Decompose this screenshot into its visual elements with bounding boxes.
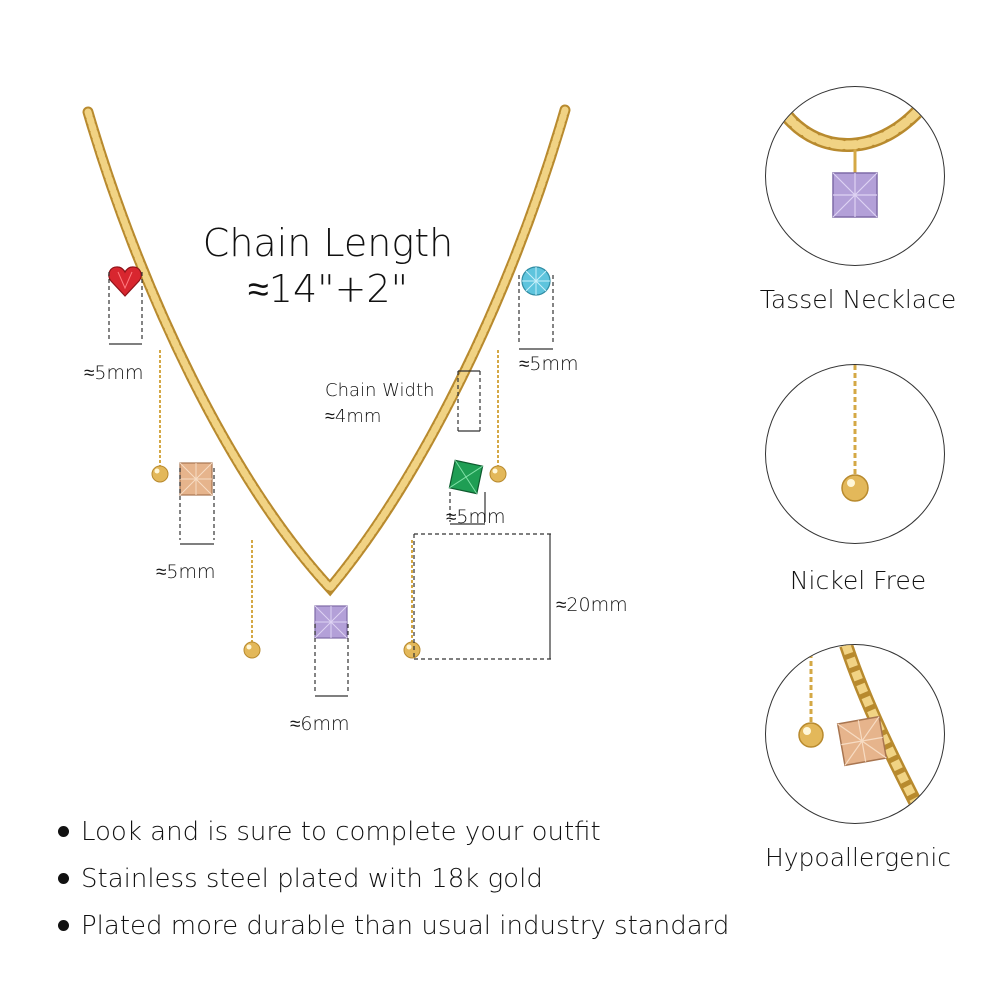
chain-width-label: Chain Width xyxy=(325,380,435,401)
bullet-text: Plated more durable than usual industry … xyxy=(81,910,730,941)
chain-length-value: ≈14"+2" xyxy=(247,267,409,311)
necklace-illustration xyxy=(82,104,571,697)
bullet-dot-icon xyxy=(58,826,69,837)
feature-label-hypoallergenic: Hypoallergenic xyxy=(764,843,952,872)
gold-bead xyxy=(151,465,507,659)
champagne-gem-closeup-icon xyxy=(798,645,933,823)
bullet-dot-icon xyxy=(58,873,69,884)
bullet-text: Look and is sure to complete your outfit xyxy=(81,816,601,847)
tassel-closeup-circle xyxy=(765,86,945,266)
tassel-drop xyxy=(159,350,499,642)
bullet-item: Stainless steel plated with 18k gold xyxy=(58,855,729,902)
measurement-guides xyxy=(108,272,554,697)
champagne-size-label: ≈5mm xyxy=(156,561,216,583)
gold-bead-closeup-icon xyxy=(841,365,869,502)
chain-length-label: Chain Length xyxy=(202,221,454,265)
bullet-text: Stainless steel plated with 18k gold xyxy=(81,863,543,894)
bullet-dot-icon xyxy=(58,920,69,931)
feature-label-tassel: Tassel Necklace xyxy=(759,285,957,314)
hypoallergenic-closeup-circle xyxy=(765,644,945,824)
lavender-size-label: ≈6mm xyxy=(290,713,350,735)
bullet-item: Look and is sure to complete your outfit xyxy=(58,808,729,855)
bullet-item: Plated more durable than usual industry … xyxy=(58,902,729,949)
red-heart-size-label: ≈5mm xyxy=(84,362,144,384)
lavender-gem-closeup-icon xyxy=(779,95,933,218)
feature-bullet-list: Look and is sure to complete your outfit… xyxy=(58,808,729,949)
chain-length-title: Chain Length ≈14"+2" xyxy=(168,220,488,312)
chain-links xyxy=(84,106,569,594)
chain-width-annotation: Chain Width ≈4mm xyxy=(325,378,434,430)
nickel-free-closeup-circle xyxy=(765,364,945,544)
aqua-size-label: ≈5mm xyxy=(519,353,579,375)
chain-width-value: ≈4mm xyxy=(325,406,382,427)
red-heart-gem xyxy=(108,266,142,297)
tassel-drop-size-label: ≈20mm xyxy=(556,594,628,616)
green-size-label: ≈5mm xyxy=(446,506,506,528)
feature-label-nickel-free: Nickel Free xyxy=(789,566,927,595)
